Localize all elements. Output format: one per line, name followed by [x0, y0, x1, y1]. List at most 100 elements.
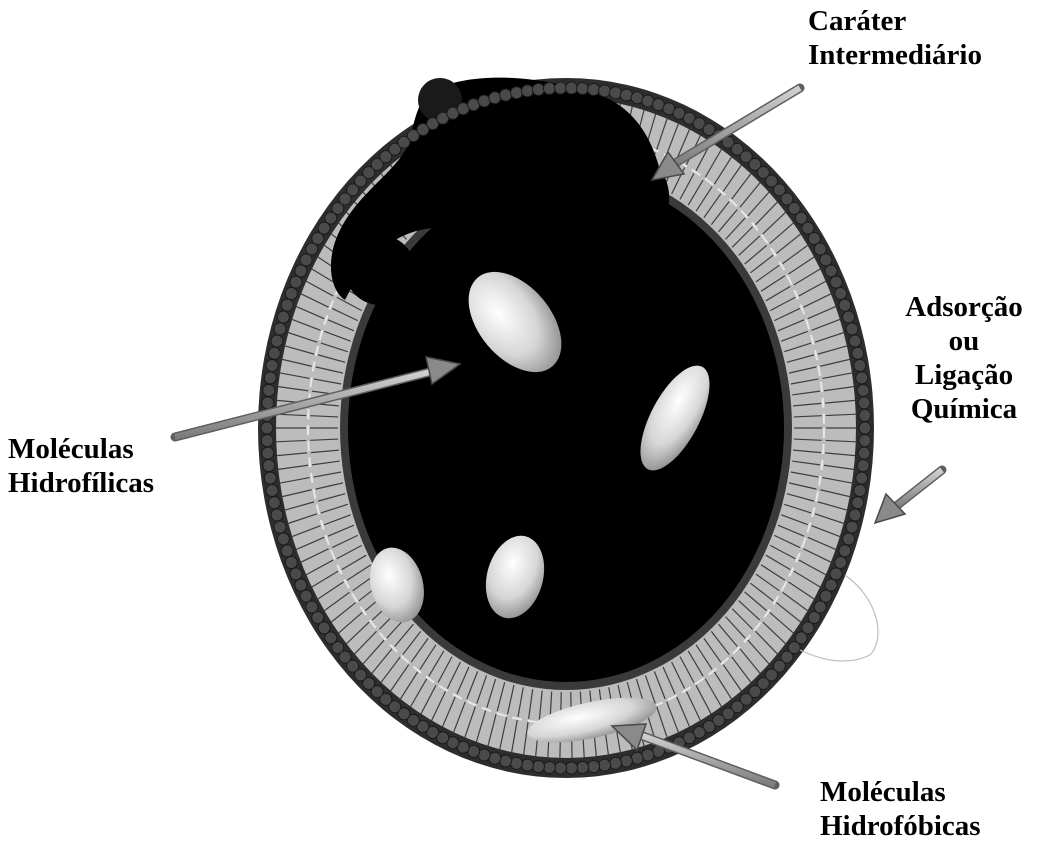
- head-group-bead: [849, 509, 861, 521]
- head-group-bead: [620, 89, 632, 101]
- head-group-bead: [266, 484, 278, 496]
- head-group-bead: [852, 497, 864, 509]
- label-moleculas-hidrofilicas: Moléculas Hidrofílicas: [8, 432, 154, 500]
- head-group-bead: [268, 347, 280, 359]
- head-group-bead: [263, 384, 275, 396]
- head-group-bead: [306, 243, 318, 255]
- head-group-bead: [814, 243, 826, 255]
- head-group-bead: [271, 509, 283, 521]
- head-group-bead: [263, 460, 275, 472]
- head-group-bead: [306, 601, 318, 613]
- head-group-bead: [843, 533, 855, 545]
- head-group-bead: [543, 761, 555, 773]
- label-adsorcao-line1: Adsorção: [890, 290, 1038, 324]
- head-group-bead: [820, 254, 832, 266]
- head-group-bead: [849, 335, 861, 347]
- label-carater-intermediario: Caráter Intermediário: [808, 4, 982, 72]
- label-carater-line1: Caráter: [808, 4, 982, 38]
- label-adsorcao: Adsorção ou Ligação Química: [890, 290, 1038, 426]
- head-group-bead: [300, 254, 312, 266]
- head-group-bead: [599, 85, 611, 97]
- head-group-bead: [846, 521, 858, 533]
- label-adsorcao-line3: Ligação: [890, 358, 1038, 392]
- head-group-bead: [500, 755, 512, 767]
- head-group-bead: [830, 276, 842, 288]
- head-group-bead: [825, 579, 837, 591]
- head-group-bead: [856, 372, 868, 384]
- head-group-bead: [510, 757, 522, 769]
- head-group-bead: [554, 762, 566, 774]
- head-group-bead: [281, 299, 293, 311]
- arrow-adsorption: [875, 470, 942, 523]
- head-group-bead: [281, 545, 293, 557]
- head-group-bead: [266, 360, 278, 372]
- head-group-bead: [642, 749, 654, 761]
- head-group-bead: [489, 92, 501, 104]
- label-adsorcao-line4: Química: [890, 392, 1038, 426]
- head-group-bead: [274, 521, 286, 533]
- head-group-bead: [312, 612, 324, 624]
- head-group-bead: [532, 83, 544, 95]
- head-group-bead: [859, 435, 871, 447]
- head-group-bead: [588, 83, 600, 95]
- head-group-bead: [290, 276, 302, 288]
- head-group-bead: [510, 87, 522, 99]
- head-group-bead: [268, 497, 280, 509]
- head-group-bead: [859, 422, 871, 434]
- head-group-bead: [814, 601, 826, 613]
- head-group-bead: [610, 757, 622, 769]
- head-group-bead: [566, 762, 578, 774]
- head-group-bead: [285, 288, 297, 300]
- head-group-bead: [856, 472, 868, 484]
- head-group-bead: [285, 556, 297, 568]
- head-group-bead: [825, 265, 837, 277]
- head-group-bead: [631, 92, 643, 104]
- intermediate-blob-3: [345, 235, 415, 305]
- head-group-bead: [521, 759, 533, 771]
- head-group-bead: [295, 579, 307, 591]
- head-group-bead: [500, 89, 512, 101]
- head-group-bead: [274, 323, 286, 335]
- head-group-bead: [261, 435, 273, 447]
- label-hidrofilicas-line2: Hidrofílicas: [8, 466, 154, 500]
- head-group-bead: [277, 533, 289, 545]
- head-group-bead: [830, 568, 842, 580]
- label-carater-line2: Intermediário: [808, 38, 982, 72]
- label-adsorcao-line2: ou: [890, 324, 1038, 358]
- head-group-bead: [271, 335, 283, 347]
- head-group-bead: [854, 360, 866, 372]
- head-group-bead: [264, 472, 276, 484]
- label-hidrofilicas-line1: Moléculas: [8, 432, 154, 466]
- head-group-bead: [543, 83, 555, 95]
- head-group-bead: [852, 347, 864, 359]
- head-group-bead: [839, 299, 851, 311]
- head-group-bead: [820, 590, 832, 602]
- head-group-bead: [261, 422, 273, 434]
- head-group-bead: [577, 83, 589, 95]
- head-group-bead: [521, 85, 533, 97]
- head-group-bead: [858, 447, 870, 459]
- head-group-bead: [478, 95, 490, 107]
- head-group-bead: [857, 384, 869, 396]
- head-group-bead: [264, 372, 276, 384]
- head-group-bead: [489, 752, 501, 764]
- head-group-bead: [295, 265, 307, 277]
- head-group-bead: [835, 556, 847, 568]
- head-group-bead: [846, 323, 858, 335]
- label-moleculas-hidrofobicas: Moléculas Hidrofóbicas: [820, 775, 981, 843]
- head-group-bead: [300, 590, 312, 602]
- head-group-bead: [262, 397, 274, 409]
- head-group-bead: [566, 82, 578, 94]
- head-group-bead: [859, 409, 871, 421]
- intermediate-blob-2: [440, 130, 500, 190]
- head-group-bead: [854, 484, 866, 496]
- head-group-bead: [599, 759, 611, 771]
- head-group-bead: [620, 755, 632, 767]
- head-group-bead: [858, 397, 870, 409]
- head-group-bead: [554, 82, 566, 94]
- head-group-bead: [277, 311, 289, 323]
- head-group-bead: [843, 311, 855, 323]
- head-group-bead: [857, 460, 869, 472]
- head-group-bead: [290, 568, 302, 580]
- head-group-bead: [835, 288, 847, 300]
